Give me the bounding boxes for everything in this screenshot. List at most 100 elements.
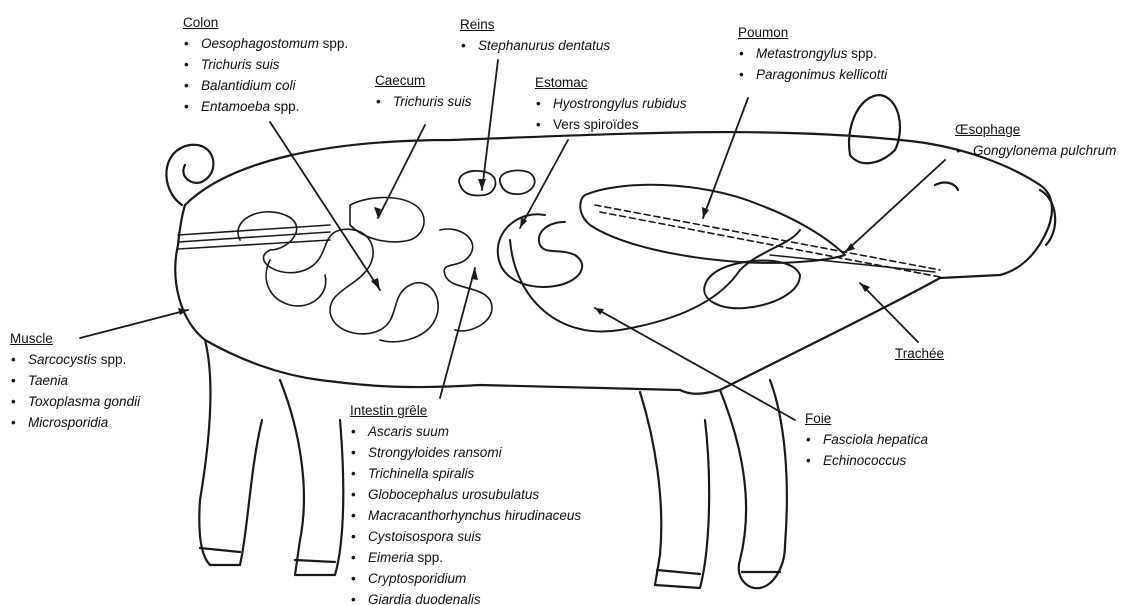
region-title: Œsophage: [955, 119, 1116, 140]
arrowhead-intestin: [471, 268, 478, 280]
small-intestine: [440, 229, 492, 331]
arrow-colon: [270, 122, 380, 290]
parasite-list: Trichuris suis: [375, 91, 472, 112]
parasite-item: Entamoeba spp.: [201, 96, 348, 117]
parasite-item: Globocephalus urosubulatus: [368, 484, 581, 505]
region-title: Poumon: [738, 22, 887, 43]
pig-tail: [166, 145, 213, 205]
parasite-list: Oesophagostomum spp. Trichuris suisBalant…: [183, 33, 348, 117]
parasite-list: Stephanurus dentatus: [460, 35, 610, 56]
parasite-item: Trichuris suis: [393, 91, 472, 112]
parasite-name: Oesophagostomum: [201, 36, 319, 51]
parasite-list: Metastrongylus spp. Paragonimus kellicott…: [738, 43, 887, 85]
region-title: Colon: [183, 12, 348, 33]
parasite-suffix: spp.: [97, 352, 126, 367]
region-title: Estomac: [535, 72, 687, 93]
colon-mass: [266, 260, 326, 306]
label-oesophage: ŒsophageGongylonema pulchrum: [955, 119, 1116, 161]
label-caecum: CaecumTrichuris suis: [375, 70, 472, 112]
label-reins: ReinsStephanurus dentatus: [460, 14, 610, 56]
region-title: Intestin grêle: [350, 400, 581, 421]
parasite-name: Eimeria: [368, 550, 414, 565]
pig-ear: [849, 95, 900, 163]
parasite-item: Cryptosporidium: [368, 568, 581, 589]
pig-hind-leg-back: [199, 340, 262, 565]
region-title: Caecum: [375, 70, 472, 91]
parasite-list: Hyostrongylus rubidusVers spiroïdes: [535, 93, 687, 135]
parasite-item: Metastrongylus spp.: [756, 43, 887, 64]
parasite-name: Metastrongylus: [756, 46, 848, 61]
parasite-item: Paragonimus kellicotti: [756, 64, 887, 85]
label-trachee: Trachée: [895, 343, 944, 364]
parasite-name: Stephanurus dentatus: [478, 38, 610, 53]
parasite-item: Macracanthorhynchus hirudinaceus: [368, 505, 581, 526]
parasite-name: Trichuris suis: [201, 57, 280, 72]
parasite-item: Trichuris suis: [201, 54, 348, 75]
kidneys: [459, 170, 535, 195]
region-title: Foie: [805, 408, 928, 429]
parasite-item: Ascaris suum: [368, 421, 581, 442]
parasite-name: Trichinella spiralis: [368, 466, 474, 481]
pig-snout: [1040, 190, 1055, 245]
parasite-name: Giardia duodenalis: [368, 592, 481, 605]
lung: [580, 185, 845, 263]
parasite-name: Balantidium coli: [201, 78, 296, 93]
arrow-trachee: [860, 283, 918, 342]
esophagus-trachea: [595, 205, 940, 277]
parasite-item: Trichinella spiralis: [368, 463, 581, 484]
parasite-name: Sarcocystis: [28, 352, 97, 367]
pig-eye: [935, 183, 958, 190]
parasite-name: Entamoeba: [201, 99, 270, 114]
parasite-suffix: spp.: [848, 46, 877, 61]
arrow-intestin: [440, 268, 475, 398]
label-colon: ColonOesophagostomum spp.Trichuris suisB…: [183, 12, 348, 117]
caecum-shape: [350, 198, 424, 242]
parasite-name: Cryptosporidium: [368, 571, 466, 586]
parasite-item: Balantidium coli: [201, 75, 348, 96]
parasite-name: Toxoplasma gondii: [28, 394, 140, 409]
parasite-item: Taenia: [28, 370, 140, 391]
label-intestin: Intestin grêleAscaris suumStrongyloides …: [350, 400, 581, 605]
region-title: Reins: [460, 14, 610, 35]
parasite-item: Fasciola hepatica: [823, 429, 928, 450]
parasite-name: Globocephalus urosubulatus: [368, 487, 539, 502]
parasite-suffix: Vers spiroïdes: [553, 117, 639, 132]
rectum-lines: [178, 225, 330, 249]
parasite-name: Hyostrongylus rubidus: [553, 96, 687, 111]
label-muscle: MuscleSarcocystis spp.TaeniaToxoplasma g…: [10, 328, 140, 433]
parasite-list: Ascaris suumStrongyloides ransomiTrichin…: [350, 421, 581, 605]
arrow-foie: [595, 308, 795, 420]
arrow-reins: [482, 60, 498, 190]
pig-fore-leg-front: [720, 380, 787, 588]
parasite-name: Strongyloides ransomi: [368, 445, 502, 460]
heart: [704, 261, 800, 309]
parasite-item: Echinococcus: [823, 450, 928, 471]
parasite-item: Giardia duodenalis: [368, 589, 581, 605]
parasite-suffix: spp.: [319, 36, 348, 51]
liver: [510, 230, 800, 332]
arrow-poumon: [703, 98, 748, 218]
region-title: Muscle: [10, 328, 140, 349]
parasite-item: Vers spiroïdes: [553, 114, 687, 135]
label-estomac: EstomacHyostrongylus rubidusVers spiroïd…: [535, 72, 687, 135]
parasite-item: Sarcocystis spp.: [28, 349, 140, 370]
arrow-oesophage: [845, 160, 945, 252]
pig-fore-leg-back: [640, 392, 709, 588]
parasite-name: Microsporidia: [28, 415, 108, 430]
intestine-coils: [238, 212, 438, 342]
parasite-name: Paragonimus kellicotti: [756, 67, 887, 82]
parasite-item: Gongylonema pulchrum: [973, 140, 1116, 161]
parasite-suffix: spp.: [414, 550, 443, 565]
parasite-item: Cystoisospora suis: [368, 526, 581, 547]
parasite-item: Strongyloides ransomi: [368, 442, 581, 463]
parasite-item: Oesophagostomum spp.: [201, 33, 348, 54]
parasite-name: Taenia: [28, 373, 68, 388]
parasite-item: Eimeria spp.: [368, 547, 581, 568]
arrowhead-muscle: [178, 308, 188, 315]
parasite-item: Stephanurus dentatus: [478, 35, 610, 56]
arrowhead-reins: [478, 179, 486, 190]
pig-hind-leg-front: [280, 380, 343, 575]
parasite-name: Ascaris suum: [368, 424, 449, 439]
parasite-list: Gongylonema pulchrum: [955, 140, 1116, 161]
